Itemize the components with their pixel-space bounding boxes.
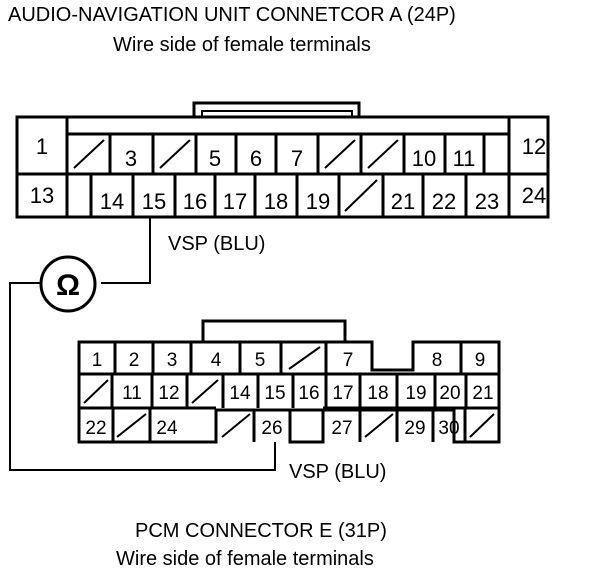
pin-a-11: 11 [453,146,476,171]
pin-e-8: 8 [432,350,443,371]
pin-a-21: 21 [391,189,415,214]
pin-e-19: 19 [405,383,426,404]
pin-a-3: 3 [125,146,137,171]
pin-a-1: 1 [36,134,48,159]
pin-e-1: 1 [92,350,103,371]
pin-e-11: 11 [122,383,142,404]
meter-lead [9,282,276,471]
pin-a-16: 16 [183,189,207,214]
connector-e-subtitle: Wire side of female terminals [116,548,374,570]
pin-e-7: 7 [343,350,354,371]
pin-e-26: 26 [261,418,282,439]
pin-a-12: 12 [522,134,546,159]
ohm-symbol: Ω [56,269,80,302]
pin-e-14: 14 [229,383,251,404]
pin-a-6: 6 [250,146,262,171]
pin-e-20: 20 [439,383,460,404]
pin-a-13: 13 [30,183,54,208]
pin-a-14: 14 [100,189,124,214]
pin-a-17: 17 [223,189,247,214]
connector-a-body [15,115,550,219]
pin-e-30: 30 [438,418,459,439]
vsp-wire-a [101,217,151,284]
pin-e-2: 2 [129,350,140,371]
connector-e-latch [201,319,347,342]
pin-a-5: 5 [209,146,221,171]
pin-e-9: 9 [475,350,486,371]
vsp-label-a: VSP (BLU) [168,233,265,255]
connector-a-title: AUDIO-NAVIGATION UNIT CONNETCOR A (24P) [8,4,456,26]
pin-a-15: 15 [142,189,166,214]
connector-e-title: PCM CONNECTOR E (31P) [135,520,387,542]
connector-e-body [77,340,501,444]
pin-e-22: 22 [85,418,106,439]
pin-e-18: 18 [367,383,388,404]
pin-e-21: 21 [472,383,493,404]
connector-a-subtitle: Wire side of female terminals [113,34,371,56]
pin-e-5: 5 [255,350,266,371]
pin-a-7: 7 [291,146,303,171]
pin-e-24: 24 [156,418,178,439]
pin-e-17: 17 [332,383,353,404]
pin-e-15: 15 [264,383,285,404]
pin-a-10: 10 [412,146,436,171]
pin-e-12: 12 [158,383,179,404]
pin-e-27: 27 [331,418,352,439]
pin-a-19: 19 [306,189,330,214]
pin-e-29: 29 [404,418,425,439]
vsp-label-e: VSP (BLU) [289,461,386,483]
pin-a-23: 23 [475,189,499,214]
pin-e-3: 3 [167,350,178,371]
pin-a-22: 22 [432,189,456,214]
pin-a-18: 18 [264,189,288,214]
pin-a-24: 24 [522,183,546,208]
connector-a-latch [192,101,361,117]
pin-e-16: 16 [298,383,319,404]
pin-e-4: 4 [211,350,222,371]
